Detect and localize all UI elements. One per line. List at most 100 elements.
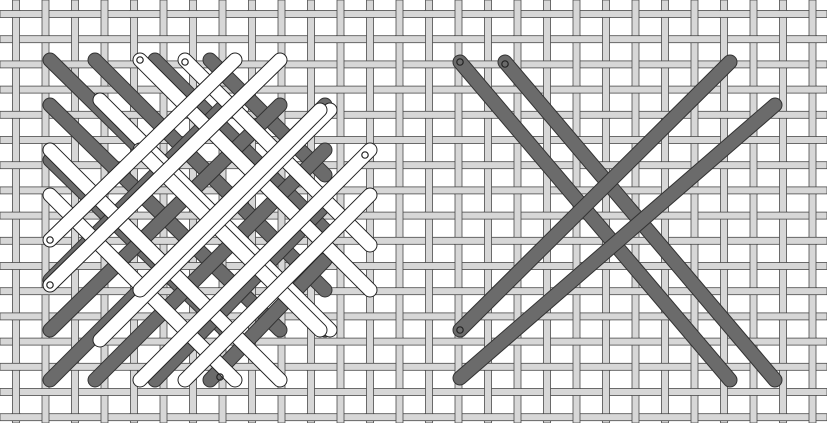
thread-crossing xyxy=(41,338,50,345)
thread-crossing xyxy=(484,162,493,169)
thread-crossing xyxy=(454,389,463,396)
thread-crossing xyxy=(366,111,375,118)
horizontal-thread xyxy=(0,187,827,194)
thread-crossing xyxy=(307,414,316,421)
thread-crossing xyxy=(366,212,375,219)
thread-crossing xyxy=(543,11,552,18)
thread-crossing xyxy=(631,288,640,295)
thread-crossing xyxy=(100,36,109,43)
thread-crossing xyxy=(189,11,198,18)
thread-crossing xyxy=(336,288,345,295)
thread-crossing xyxy=(100,86,109,93)
thread-crossing xyxy=(454,288,463,295)
thread-crossing xyxy=(12,11,21,18)
thread-crossing xyxy=(484,263,493,270)
thread-crossing xyxy=(12,212,21,219)
thread-crossing xyxy=(41,86,50,93)
thread-crossing xyxy=(779,11,788,18)
thread-crossing xyxy=(779,111,788,118)
thread-crossing xyxy=(513,288,522,295)
vertical-thread xyxy=(809,0,816,423)
thread-crossing xyxy=(602,11,611,18)
thread-crossing xyxy=(779,61,788,68)
thread-crossing xyxy=(100,137,109,144)
thread-crossing xyxy=(720,263,729,270)
thread-crossing xyxy=(543,61,552,68)
thread-crossing xyxy=(307,61,316,68)
thread-crossing xyxy=(779,313,788,320)
thread-crossing xyxy=(425,11,434,18)
thread-crossing xyxy=(366,263,375,270)
horizontal-thread xyxy=(0,61,827,68)
thread-crossing xyxy=(484,11,493,18)
thread-crossing xyxy=(602,363,611,370)
thread-crossing xyxy=(425,111,434,118)
thread-crossing xyxy=(749,36,758,43)
thread-crossing xyxy=(808,36,817,43)
horizontal-thread xyxy=(0,389,827,396)
thread-crossing xyxy=(749,389,758,396)
thread-crossing xyxy=(602,313,611,320)
thread-crossing xyxy=(425,162,434,169)
thread-crossing xyxy=(572,36,581,43)
thread-crossing xyxy=(336,86,345,93)
thread-crossing xyxy=(12,313,21,320)
thread-crossing xyxy=(631,187,640,194)
vertical-thread xyxy=(691,0,698,423)
thread-crossing xyxy=(12,61,21,68)
thread-crossing xyxy=(631,36,640,43)
thread-crossing xyxy=(749,86,758,93)
thread-crossing xyxy=(631,86,640,93)
thread-crossing xyxy=(454,86,463,93)
thread-crossing xyxy=(779,414,788,421)
vertical-thread xyxy=(396,0,403,423)
thread-crossing xyxy=(572,86,581,93)
thread-crossing xyxy=(41,36,50,43)
thread-crossing xyxy=(425,414,434,421)
thread-crossing xyxy=(454,36,463,43)
thread-crossing xyxy=(307,11,316,18)
thread-crossing xyxy=(248,414,257,421)
horizontal-thread xyxy=(0,414,827,421)
thread-crossing xyxy=(661,363,670,370)
thread-crossing xyxy=(690,237,699,244)
thread-crossing xyxy=(395,36,404,43)
thread-crossing xyxy=(71,61,80,68)
thread-crossing xyxy=(484,212,493,219)
thread-crossing xyxy=(395,137,404,144)
thread-crossing xyxy=(808,137,817,144)
thread-crossing xyxy=(749,137,758,144)
thread-crossing xyxy=(454,187,463,194)
thread-crossing xyxy=(808,288,817,295)
thread-crossing xyxy=(602,111,611,118)
thread-crossing xyxy=(749,187,758,194)
thread-crossing xyxy=(779,162,788,169)
thread-crossing xyxy=(808,86,817,93)
thread-crossing xyxy=(631,338,640,345)
thread-crossing xyxy=(720,414,729,421)
thread-crossing xyxy=(543,363,552,370)
thread-crossing xyxy=(218,389,227,396)
thread-crossing xyxy=(808,338,817,345)
thread-crossing xyxy=(277,389,286,396)
thread-crossing xyxy=(12,414,21,421)
thread-crossing xyxy=(690,137,699,144)
thread-crossing xyxy=(277,36,286,43)
thread-crossing xyxy=(71,11,80,18)
thread-crossing xyxy=(720,111,729,118)
thread-crossing xyxy=(366,61,375,68)
thread-crossing xyxy=(395,187,404,194)
thread-crossing xyxy=(661,212,670,219)
thread-crossing xyxy=(690,187,699,194)
thread-crossing xyxy=(130,363,139,370)
thread-crossing xyxy=(749,288,758,295)
thread-crossing xyxy=(543,212,552,219)
horizontal-thread xyxy=(0,363,827,370)
thread-crossing xyxy=(395,389,404,396)
thread-crossing xyxy=(602,212,611,219)
thread-crossing xyxy=(12,162,21,169)
thread-crossing xyxy=(425,61,434,68)
thread-crossing xyxy=(336,338,345,345)
thread-crossing xyxy=(159,36,168,43)
